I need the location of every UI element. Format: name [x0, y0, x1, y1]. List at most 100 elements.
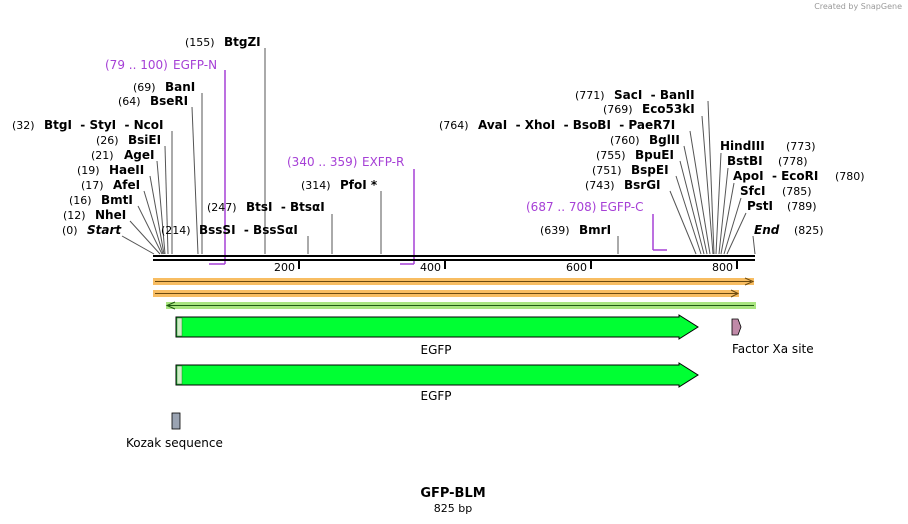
- leader-bspei: [675, 175, 702, 255]
- site-eco53ki[interactable]: (769) Eco53kI: [603, 102, 695, 116]
- site-leader-lines: [121, 48, 756, 255]
- svg-text:(17): (17): [81, 179, 104, 192]
- svg-text:(214): (214): [161, 224, 191, 237]
- site-start[interactable]: (0) Start: [62, 223, 122, 237]
- site-psti[interactable]: PstI (789): [747, 199, 817, 213]
- site-bspei[interactable]: (751) BspEI: [592, 163, 669, 177]
- feature-kozak[interactable]: [171, 412, 181, 430]
- leader-bpuei: [679, 160, 705, 255]
- leader-start: [121, 235, 155, 255]
- svg-text:(687 .. 708): (687 .. 708): [526, 200, 596, 214]
- svg-text:(0): (0): [62, 224, 78, 237]
- primer-exfp-r[interactable]: (340 .. 359) EXFP-R: [287, 155, 404, 169]
- svg-text:BanI: BanI: [165, 80, 195, 94]
- svg-text:(12): (12): [63, 209, 86, 222]
- leader-haeii: [149, 175, 165, 255]
- orf-forward-2[interactable]: [153, 289, 740, 298]
- orf-forward-1[interactable]: [153, 277, 755, 286]
- svg-text:EGFP-N: EGFP-N: [173, 58, 217, 72]
- primer-markers: [209, 70, 667, 265]
- feature-egfp-1[interactable]: [175, 314, 699, 340]
- site-sfci[interactable]: SfcI (785): [740, 184, 812, 198]
- svg-text:SacI - BanII: SacI - BanII: [614, 88, 695, 102]
- svg-text:BmrI: BmrI: [579, 223, 611, 237]
- sequence-backbone: 200 400 600 800: [153, 255, 755, 274]
- site-agei[interactable]: (21) AgeI: [91, 148, 154, 162]
- leader-saci: [707, 100, 715, 255]
- svg-text:End: End: [754, 223, 780, 237]
- svg-text:(19): (19): [77, 164, 100, 177]
- scale-tick-label: 600: [566, 261, 587, 274]
- site-btgi[interactable]: (32) BtgI - StyI - NcoI: [12, 118, 164, 132]
- svg-text:AfeI: AfeI: [113, 178, 140, 192]
- leader-end: [752, 235, 756, 255]
- site-nhei[interactable]: (12) NheI: [63, 208, 126, 222]
- site-bglii[interactable]: (760) BglII: [610, 133, 680, 147]
- primer-egfp-c[interactable]: (687 .. 708) EGFP-C: [526, 200, 643, 214]
- site-btgzi[interactable]: (155) BtgZI: [185, 35, 261, 49]
- site-hindiii[interactable]: HindIII (773): [720, 139, 816, 153]
- site-end[interactable]: End (825): [754, 223, 824, 237]
- leader-bstbi: [718, 167, 729, 255]
- site-bseri[interactable]: (64) BseRI: [118, 94, 188, 108]
- site-saci[interactable]: (771) SacI - BanII: [575, 88, 695, 102]
- site-bstbi[interactable]: BstBI (778): [727, 154, 808, 168]
- leader-eco53ki: [701, 115, 714, 255]
- site-pfoi[interactable]: (314) PfoI *: [301, 178, 378, 192]
- svg-text:AgeI: AgeI: [124, 148, 154, 162]
- site-bmri[interactable]: (639) BmrI: [540, 223, 611, 237]
- site-avai[interactable]: (764) AvaI - XhoI - BsoBI - PaeR7I: [439, 118, 675, 132]
- svg-text:Start: Start: [87, 223, 122, 237]
- feature-factor-xa[interactable]: [731, 318, 742, 336]
- svg-text:(771): (771): [575, 89, 605, 102]
- site-haeii[interactable]: (19) HaeII: [77, 163, 144, 177]
- svg-text:(340 .. 359): (340 .. 359): [287, 155, 357, 169]
- map-title: GFP-BLM: [420, 486, 485, 501]
- svg-text:Eco53kI: Eco53kI: [642, 102, 695, 116]
- svg-text:NheI: NheI: [95, 208, 126, 222]
- scale-ticks: [298, 261, 738, 269]
- leader-sfci: [723, 197, 742, 255]
- svg-text:(155): (155): [185, 36, 215, 49]
- scale-tick-label: 400: [420, 261, 441, 274]
- svg-text:(769): (769): [603, 103, 633, 116]
- snapgene-credit: Created by SnapGene: [814, 2, 902, 11]
- site-labels: (0) Start (12) NheI (16) BmtI (17) AfeI …: [12, 35, 865, 237]
- svg-text:BglII: BglII: [649, 133, 680, 147]
- svg-text:(26): (26): [96, 134, 119, 147]
- site-bsiei[interactable]: (26) BsiEI: [96, 133, 161, 147]
- leader-hindiii: [715, 152, 722, 255]
- site-bsrgi[interactable]: (743) BsrGI: [585, 178, 661, 192]
- svg-text:(743): (743): [585, 179, 615, 192]
- scale-tick-label: 800: [712, 261, 733, 274]
- leader-bseri: [191, 106, 199, 255]
- leader-bmti: [137, 205, 163, 255]
- svg-text:BssSI - BssSαI: BssSI - BssSαI: [199, 223, 298, 237]
- leader-bsiei: [164, 145, 169, 255]
- svg-text:(778): (778): [778, 155, 808, 168]
- map-subtitle: 825 bp: [434, 502, 472, 515]
- site-apoi[interactable]: ApoI - EcoRI (780): [733, 169, 865, 183]
- svg-text:(79 .. 100): (79 .. 100): [105, 58, 168, 72]
- svg-text:BseRI: BseRI: [150, 94, 188, 108]
- site-bani[interactable]: (69) BanI: [133, 80, 195, 94]
- site-afei[interactable]: (17) AfeI: [81, 178, 140, 192]
- site-bpuei[interactable]: (755) BpuEI: [596, 148, 674, 162]
- svg-text:AvaI - XhoI - BsoBI - PaeR7: AvaI - XhoI - BsoBI - PaeR7I: [478, 118, 675, 132]
- svg-text:(247): (247): [207, 201, 237, 214]
- site-bsssi[interactable]: (214) BssSI - BssSαI: [161, 223, 298, 237]
- svg-text:BmtI: BmtI: [101, 193, 133, 207]
- site-bmti[interactable]: (16) BmtI: [69, 193, 133, 207]
- primer-egfp-n[interactable]: (79 .. 100) EGFP-N: [105, 58, 217, 72]
- feature-egfp-2[interactable]: [175, 362, 699, 388]
- site-btsi[interactable]: (247) BtsI - BtsαI: [207, 200, 325, 214]
- orf-reverse[interactable]: [165, 301, 756, 310]
- leader-agei: [156, 160, 166, 255]
- backbone-top-strand: [153, 255, 755, 257]
- leader-bsrgi: [669, 190, 697, 255]
- svg-text:(314): (314): [301, 179, 331, 192]
- backbone-bottom-strand: [153, 259, 755, 261]
- feature-label-factor-xa: Factor Xa site: [732, 342, 814, 356]
- feature-label-egfp-1: EGFP: [420, 343, 451, 357]
- feature-label-egfp-2: EGFP: [420, 389, 451, 403]
